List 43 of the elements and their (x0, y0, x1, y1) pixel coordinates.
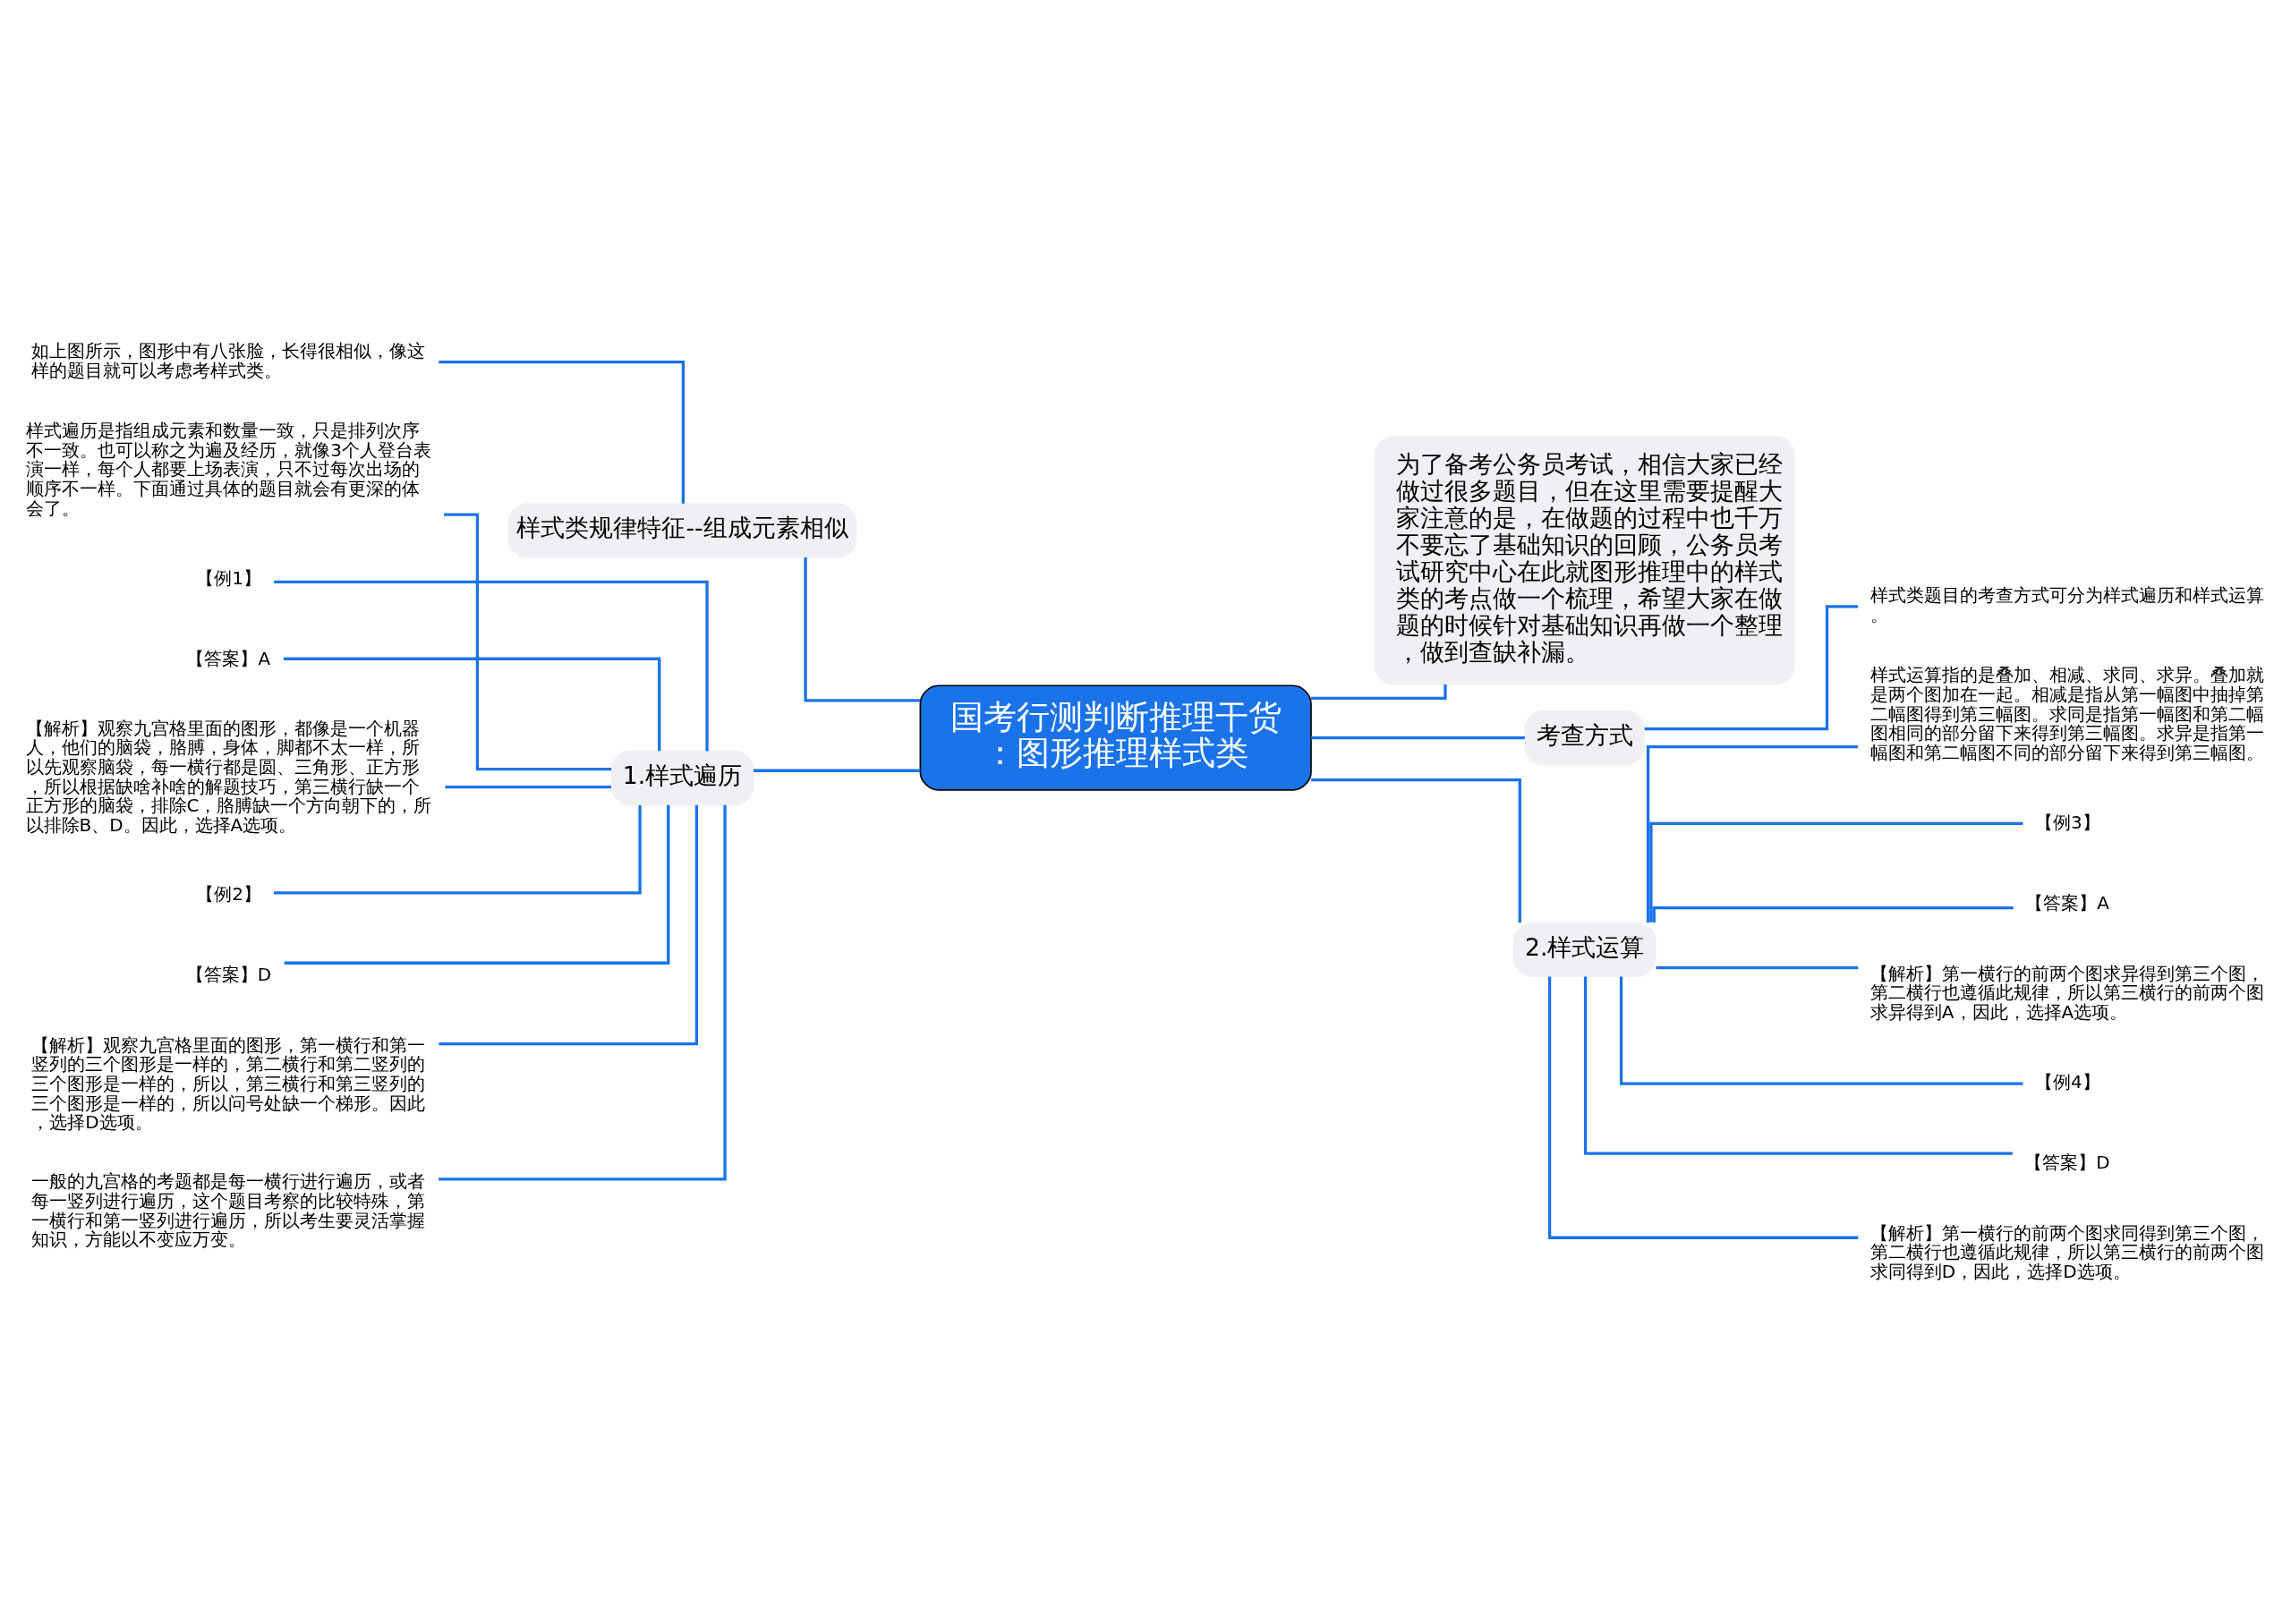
connector (1649, 821, 2023, 923)
node-text: 样式遍历是指组成元素和数量一致，只是排列次序不一致。也可以称之为遍及经历，就像3个人登台表演一样，每个人都要上场表演，只不过每次出场的顺序不一样。下面通过具体的题目就会有更深的体会了。 (26, 420, 432, 519)
node-text: 【例2】 (196, 883, 262, 906)
connector (1652, 906, 2014, 923)
node-box: 1.样式遍历 (610, 750, 754, 806)
node-text: 【例1】 (196, 567, 262, 590)
node-text: 【解析】观察九宫格里面的图形，都像是一个机器人，他们的脑袋，胳膊，身体，脚都不太一样，所以先观察脑袋，每一横行都是圆、三角形、正方形，所以根据缺啥补啥的解题技巧，第三横行缺一个正方形的脑袋，排除C，胳膊缺一个方向朝下的，所以排除B、D。因此，选择A选项。 (25, 717, 432, 836)
node-box: 为了备考公务员考试，相信大家已经做过很多题目，但在这里需要提醒大家注意的是，在做题的过程中也千万不要忘了基础知识的回顾，公务员考试研究中心在此就图形推理中的样式类的考点做一个梳理，希望大家在做题的时候针对基础知识再做一个整理，做到查缺补漏。 (1374, 436, 1795, 685)
node-box: 考查方式 (1524, 710, 1646, 766)
connector (753, 769, 921, 772)
node-text: 样式运算指的是叠加、相减、求同、求异。叠加就是两个图加在一起。相减是指从第一幅图中抽掉第二幅图得到第三幅图。求同是指第一幅图和第二幅图相同的部分留下来得到第三幅图。求异是指第一幅图和第二幅图不同的部分留下来得到第三幅图。 (1869, 664, 2264, 764)
connector (283, 657, 661, 752)
node-text: 【例4】 (2035, 1071, 2100, 1093)
connector (274, 805, 642, 895)
connector (439, 804, 699, 1046)
node-text: 【解析】第一横行的前两个图求异得到第三个图，第二横行也遵循此规律，所以第三横行的前两个图求异得到A，因此，选择A选项。 (1869, 962, 2264, 1024)
node-text: 【答案】A (186, 648, 271, 670)
node-box: 样式类规律特征--组成元素相似 (507, 503, 857, 558)
node-text: 【答案】A (2025, 892, 2109, 914)
connector (274, 580, 709, 752)
connector (439, 804, 727, 1181)
node-box: 国考行测判断推理干货：图形推理样式类 (919, 684, 1312, 791)
node-text: 【答案】D (2024, 1152, 2110, 1174)
connector (284, 804, 670, 965)
connector (439, 361, 686, 504)
node-text: 一般的九宫格的考题都是每一横行进行遍历，或者每一竖列进行遍历，这个题目考察的比较特殊，第一横行和第一竖列进行遍历，所以考生要灵活掌握知识，方能以不变应万变。 (31, 1170, 426, 1251)
node-box: 2.样式运算 (1512, 922, 1657, 978)
node-text: 【解析】观察九宫格里面的图形，第一横行和第一竖列的三个图形是一样的，第二横行和第二竖列的三个图形是一样的，所以，第三横行和第三竖列的三个图形是一样的，所以问号处缺一个梯形。因此，选择D选项。 (31, 1033, 426, 1134)
connector (1311, 778, 1521, 923)
connector (445, 785, 611, 789)
connector (1583, 976, 2013, 1155)
connector (1547, 976, 1859, 1239)
connector (1619, 976, 2023, 1085)
connector (1311, 684, 1447, 701)
connector (1656, 965, 1859, 970)
node-text: 如上图所示，图形中有八张脸，长得很相似，像这样的题目就可以考虑考样式类。 (31, 340, 426, 381)
connector (1646, 744, 1859, 923)
connector (1311, 735, 1525, 740)
node-text: 样式类题目的考查方式可分为样式遍历和样式运算。 (1869, 584, 2264, 625)
node-text: 【解析】第一横行的前两个图求同得到第三个图，第二横行也遵循此规律，所以第三横行的前两个图求同得到D，因此，选择D选项。 (1869, 1221, 2264, 1282)
node-text: 【答案】D (185, 964, 272, 986)
node-text: 【例3】 (2035, 812, 2100, 834)
connector (804, 557, 921, 702)
